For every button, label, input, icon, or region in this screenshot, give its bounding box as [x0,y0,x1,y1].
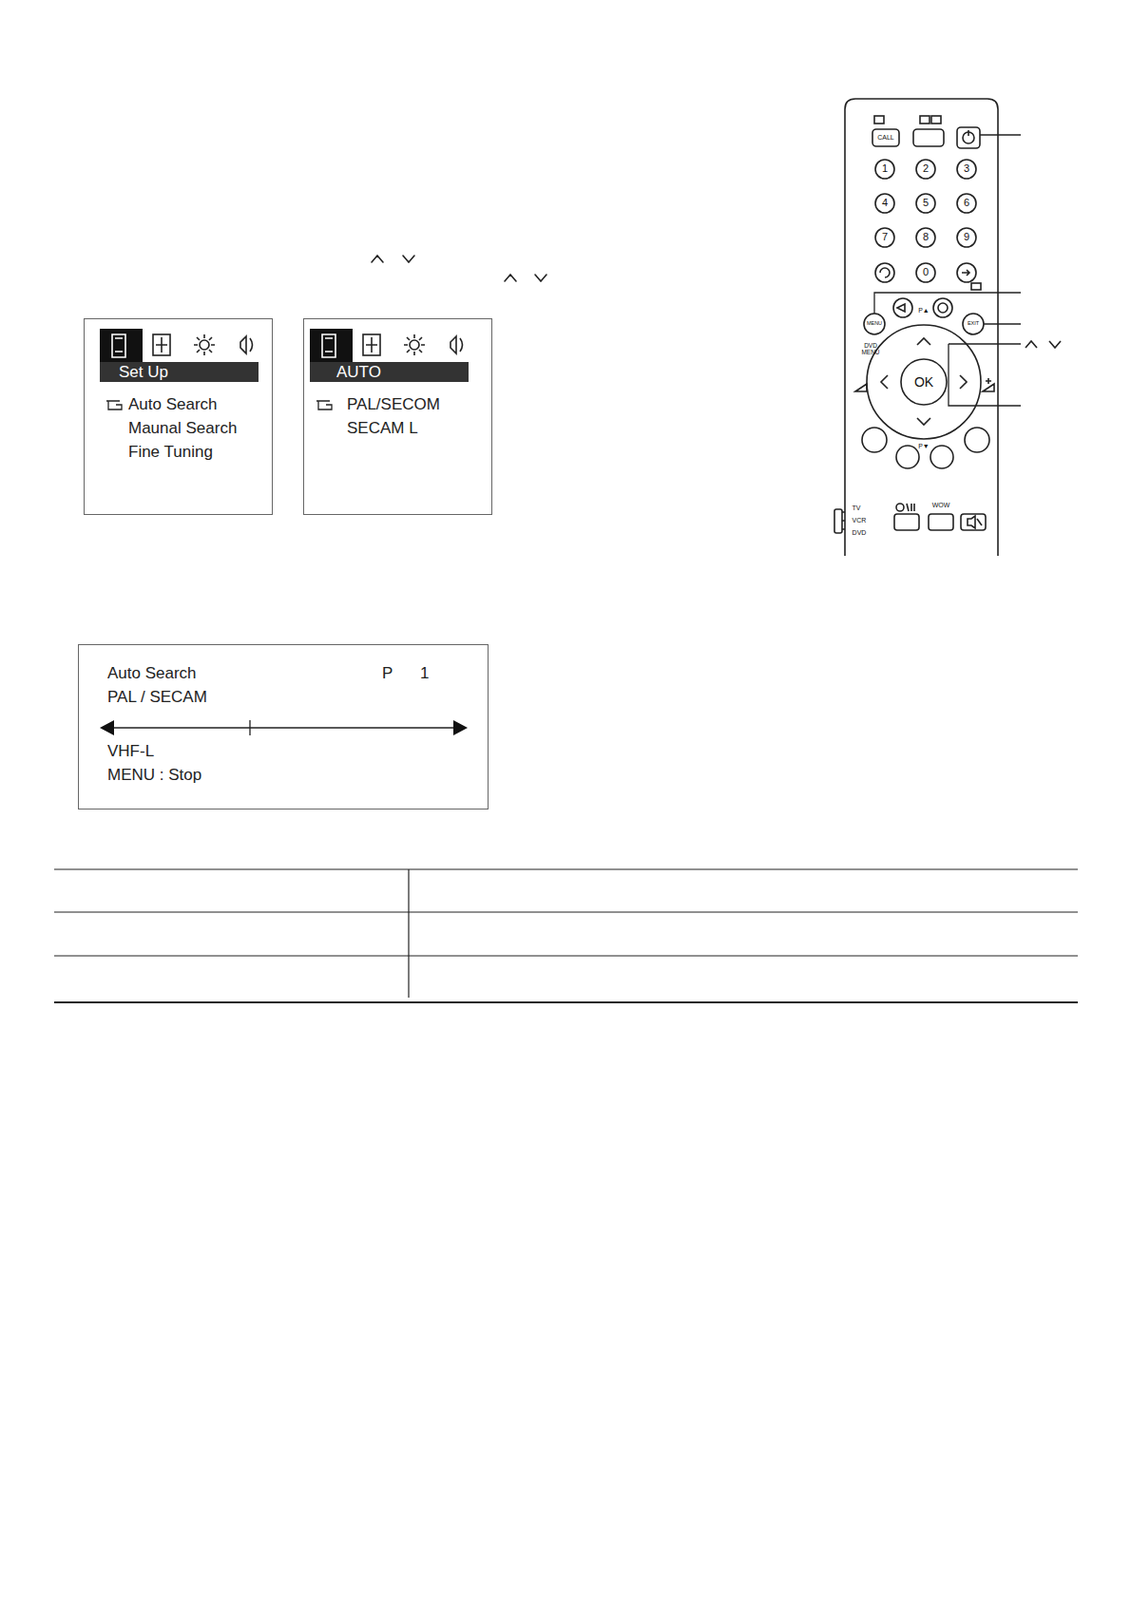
menu-item: SECAM L [346,419,419,439]
menu-item: 1 [420,664,429,684]
auto-search-screen: Auto Search P 1PAL / SECAM VHF-L MENU : Stop [77,644,489,810]
button-label: DVD MENU [857,343,884,357]
auto-menu-screen: AUTO PAL/SECOM SECAM L [303,318,493,516]
button-label: MENU [866,321,882,327]
button-label: 3 [963,163,970,175]
menu-item: MENU : Stop [107,766,202,786]
button-label: 4 [881,197,888,210]
button-label: 7 [881,231,888,244]
menu-item: Auto Search [128,395,218,415]
button-label: WOW [932,501,951,509]
button-label: DVD [852,529,867,537]
button-label: 8 [922,231,929,244]
menu-item: PAL / SECAM [107,688,208,708]
button-label: CALL [877,134,895,141]
button-label: 9 [963,231,970,244]
menu-item: Maunal Search [128,419,237,439]
button-label: P▼ [918,442,930,450]
menu-item: P [382,664,393,684]
button-label: P▲ [918,306,930,314]
menu-title: AUTO [336,363,382,383]
button-label: OK [914,375,934,390]
button-label: VCR [852,517,867,524]
button-label: 1 [881,163,888,175]
button-label: TV [852,504,862,512]
button-label: EXIT [967,321,979,327]
button-label: 0 [922,267,929,279]
menu-item: VHF-L [107,742,154,762]
button-label: 2 [922,163,929,175]
menu-title: Set Up [118,363,169,383]
button-label: 5 [922,197,929,210]
menu-item: Auto Search [107,664,197,684]
menu-item: Fine Tuning [128,442,213,462]
menu-item: PAL/SECOM [346,395,441,415]
button-label: 6 [963,197,970,210]
setup-menu-screen: Set Up Auto SearchMaunal SearchFine Tunin… [83,318,273,516]
